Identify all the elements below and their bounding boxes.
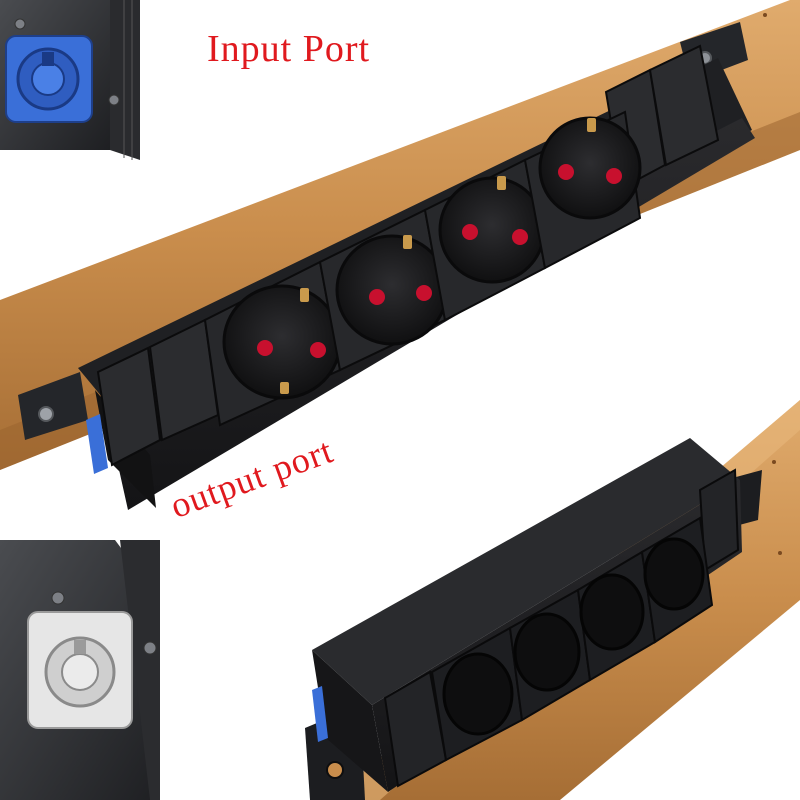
screw-icon: [143, 641, 157, 655]
screw-icon: [14, 18, 26, 30]
left-bracket: [18, 372, 88, 440]
earth-clip: [403, 235, 412, 249]
schuko-socket: [508, 588, 592, 722]
socket-hole: [257, 340, 273, 356]
earth-clip: [497, 176, 506, 190]
lower-bracket-hole: [326, 761, 344, 779]
blank-module: [648, 44, 720, 167]
earth-clip: [280, 382, 289, 394]
socket-hole: [606, 168, 622, 184]
socket-hole: [462, 224, 478, 240]
input-connector-edge: [86, 414, 108, 474]
socket-hole: [369, 289, 385, 305]
upper-power-strip: [18, 22, 755, 510]
schuko-socket: [576, 550, 657, 682]
socket-hole: [310, 342, 326, 358]
socket-hole: [416, 285, 432, 301]
earth-clip: [587, 118, 596, 132]
socket-hole: [512, 229, 528, 245]
socket-hole: [558, 164, 574, 180]
left-bracket-screw: [38, 406, 54, 422]
earth-clip: [300, 288, 309, 302]
input-connector-inset: [0, 0, 140, 160]
schuko-socket: [203, 260, 342, 427]
schuko-socket: [640, 516, 714, 644]
output-connector-edge: [312, 686, 328, 742]
screw-icon: [108, 94, 120, 106]
blank-module: [96, 346, 162, 467]
input-port-label: Input Port: [207, 28, 371, 70]
lower-power-strip: [305, 438, 762, 800]
output-connector-inset: [0, 540, 160, 800]
schuko-socket: [430, 626, 524, 762]
schuko-socket: [523, 110, 642, 270]
screw-icon: [51, 591, 65, 605]
